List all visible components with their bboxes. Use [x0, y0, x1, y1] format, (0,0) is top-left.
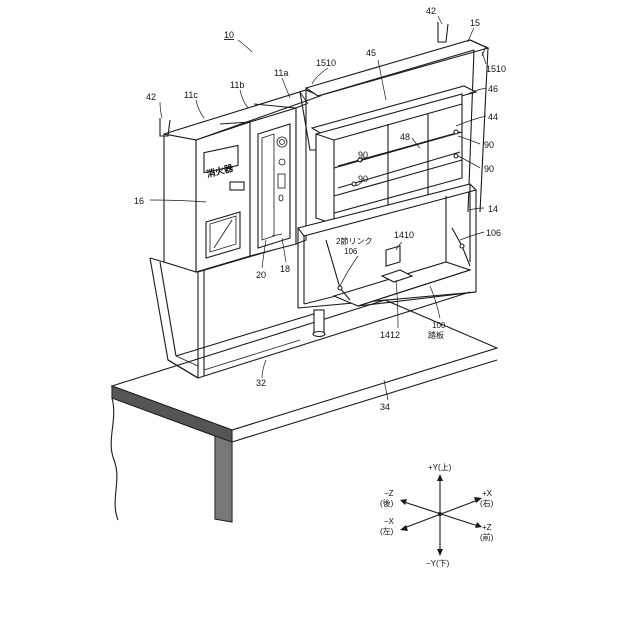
- label-rod-2: 90: [358, 174, 368, 184]
- label-door: 20: [256, 270, 266, 280]
- label-cabinet-c: 11c: [184, 90, 198, 100]
- label-rod-3: 90: [484, 140, 494, 150]
- axis-x-neg: −X (左): [380, 517, 396, 536]
- label-front-panel: 16: [134, 196, 144, 206]
- label-bracket-top: 1510: [316, 58, 336, 68]
- label-link-left: 2節リンク 106: [336, 236, 375, 256]
- axis-z-neg: −Z (後): [380, 489, 396, 508]
- label-hook-left: 42: [146, 92, 156, 102]
- label-grid: 48: [400, 132, 410, 142]
- label-bracket-right: 1510: [486, 64, 506, 74]
- axis-x-pos: +X (右): [480, 489, 494, 508]
- label-rod-1: 90: [358, 150, 368, 160]
- label-hook-right: 42: [426, 6, 436, 16]
- axis-y-pos: +Y(上): [428, 463, 452, 472]
- label-base-frame: 32: [256, 378, 266, 388]
- label-device: 10: [224, 30, 234, 40]
- label-shelf: 46: [488, 84, 498, 94]
- label-roof: 15: [470, 18, 480, 28]
- axis-y-neg: −Y(下): [426, 559, 450, 568]
- label-cabinet-b: 11b: [230, 80, 244, 90]
- label-panel: 44: [488, 112, 498, 122]
- label-frame-top: 45: [366, 48, 376, 58]
- axis-triad: +Y(上) −Y(下) −Z (後) +X (右) −X (左) +Z (前): [380, 463, 494, 568]
- label-plate: 1410: [394, 230, 414, 240]
- label-cabinet-a: 11a: [274, 68, 288, 78]
- label-platform: 34: [380, 402, 390, 412]
- label-rod-4: 90: [484, 164, 494, 174]
- label-side: 18: [280, 264, 290, 274]
- axis-z-pos: +Z (前): [480, 523, 494, 542]
- label-plate-bottom: 1412: [380, 330, 400, 340]
- label-link-right: 106: [486, 228, 501, 238]
- label-lower-frame: 14: [488, 204, 498, 214]
